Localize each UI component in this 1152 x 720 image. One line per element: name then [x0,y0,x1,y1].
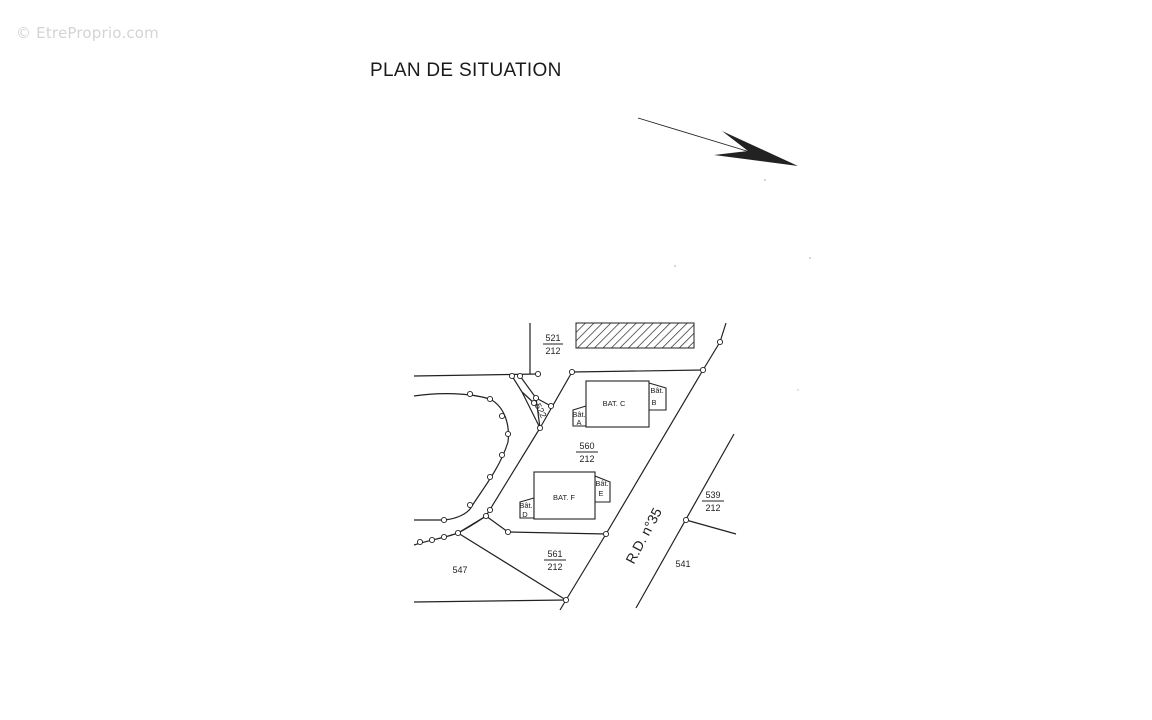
bat-a-letter: A [576,418,581,427]
north-arrow-icon [637,117,798,166]
building-c: BAT. C Bât. A Bât. B [572,380,667,428]
parcel-539: 539 212 [702,490,724,513]
svg-text:212: 212 [547,562,562,572]
bat-a-label: Bât. [572,410,585,419]
svg-text:521: 521 [545,333,560,343]
parcel-547: 547 [452,565,467,575]
hatched-building [575,322,695,349]
svg-text:212: 212 [579,454,594,464]
bat-e-label: Bât. [595,479,608,488]
building-f: BAT. F Bât. D Bât. E [519,471,611,520]
svg-text:539: 539 [705,490,720,500]
parcel-560: 560 212 [576,441,598,464]
parcel-561: 561 212 [544,549,566,572]
parcel-541: 541 [675,559,690,569]
parcel-521: 521 212 [543,333,563,356]
bat-c-label: BAT. C [603,399,626,408]
svg-text:212: 212 [705,503,720,513]
bat-d-letter: D [522,510,528,519]
svg-text:560: 560 [579,441,594,451]
road-label: R.D. n°35 [622,505,665,566]
svg-text:212: 212 [545,346,560,356]
page-title: PLAN DE SITUATION [370,60,562,81]
boundary-nodes [416,338,724,604]
parcel-lines [413,322,737,611]
bat-d-label: Bât. [519,501,532,510]
scan-specks [674,179,811,391]
bat-b-letter: B [651,398,656,407]
bat-e-letter: E [598,489,603,498]
watermark: © EtreProprio.com [16,24,159,42]
bat-b-label: Bât. [650,386,663,395]
svg-text:561: 561 [547,549,562,559]
bat-f-label: BAT. F [553,493,575,502]
